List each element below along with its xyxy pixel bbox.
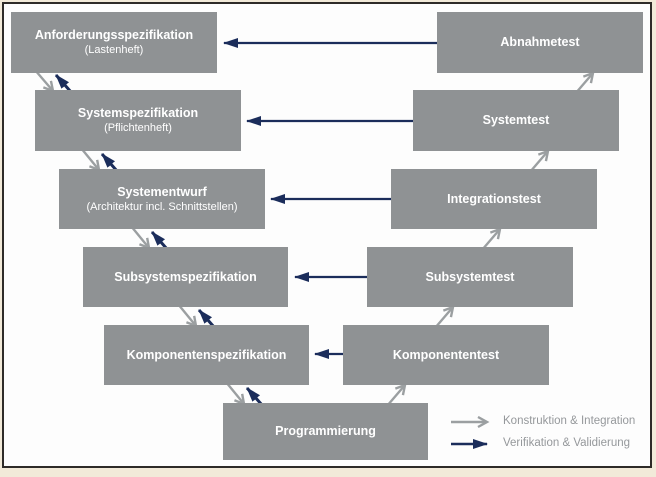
box-komponentenspezifikation: Komponentenspezifikation [104, 325, 309, 385]
box-title: Subsystemspezifikation [114, 269, 257, 284]
verification-arrow-up-2 [100, 153, 119, 172]
box-subsystemspezifikation: Subsystemspezifikation [83, 247, 288, 307]
diagram-frame [2, 2, 652, 468]
box-title: Systemtest [482, 113, 550, 127]
box-systemspezifikation: Systemspezifikation (Pflichtenheft) [35, 90, 241, 151]
box-title: Systemspezifikation [77, 106, 199, 120]
box-systemtest: Systemtest [413, 90, 619, 151]
construction-arrows-right [386, 73, 593, 407]
verification-arrow-up-1 [54, 74, 73, 93]
verification-arrows-horizontal [223, 38, 437, 359]
box-title: Systementwurf [117, 184, 207, 199]
box-title: Abnahmetest [500, 35, 580, 49]
legend-label-verifikation: Verifikation & Validierung [503, 437, 630, 449]
integration-arrow-up-3 [481, 229, 500, 251]
integration-arrow-up-2 [529, 151, 548, 173]
construction-arrow-down-5 [225, 381, 244, 404]
legend-label-konstruktion: Konstruktion & Integration [503, 415, 636, 427]
box-title: Integrationstest [447, 191, 541, 206]
integration-arrow-up-5 [386, 385, 405, 407]
box-title: Komponententest [392, 347, 500, 362]
box-subtitle: (Lastenheft) [84, 44, 144, 56]
box-title: Subsystemtest [425, 269, 515, 284]
box-title: Anforderungsspezifikation [34, 28, 194, 42]
verification-arrow-up-5 [245, 387, 264, 406]
construction-arrow-down-4 [177, 303, 196, 326]
verification-arrow-up-3 [150, 231, 169, 250]
integration-arrow-up-4 [434, 307, 453, 329]
construction-arrow-down-2 [80, 147, 99, 170]
box-integrationstest: Integrationstest [391, 169, 597, 229]
construction-arrow-down-3 [130, 225, 149, 248]
box-anforderungsspezifikation: Anforderungsspezifikation (Lastenheft) [11, 12, 217, 73]
box-systementwurf: Systementwurf (Architektur incl. Schnitt… [59, 169, 265, 229]
box-title: Komponentenspezifikation [126, 347, 287, 362]
construction-arrows-left [34, 69, 244, 404]
construction-arrow-down-1 [34, 69, 53, 91]
box-komponententest: Komponententest [343, 325, 549, 385]
box-subsystemtest: Subsystemtest [367, 247, 573, 307]
box-programmierung: Programmierung [223, 403, 428, 460]
verification-arrows-left [54, 74, 264, 406]
verification-arrow-up-4 [197, 309, 216, 328]
box-subtitle: (Architektur incl. Schnittstellen) [86, 200, 238, 213]
box-abnahmetest: Abnahmetest [437, 12, 643, 73]
box-subtitle: (Pflichtenheft) [104, 122, 172, 134]
box-title: Programmierung [275, 424, 376, 438]
